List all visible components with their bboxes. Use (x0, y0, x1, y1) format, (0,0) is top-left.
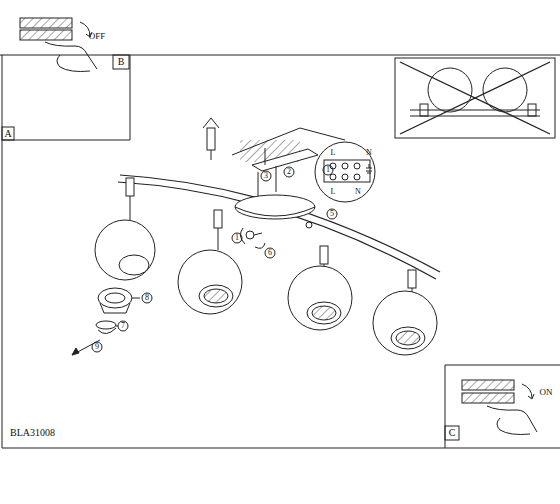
panel-letter: B (118, 57, 125, 67)
terminal-letter: L (331, 188, 336, 196)
panel-letter: A (4, 129, 11, 139)
word-label: ON (540, 388, 553, 397)
callout-number: 1 (326, 166, 330, 174)
model-number: BLA31008 (10, 428, 55, 438)
callout-number: 7 (121, 322, 125, 330)
callout-number: 3 (264, 172, 268, 180)
callout-number: 2 (287, 168, 291, 176)
panel-letter: C (449, 428, 456, 438)
callout-number: 9 (95, 343, 99, 351)
callout-number: 1 (235, 234, 239, 242)
terminal-letter: N (366, 149, 372, 157)
terminal-letter: N (355, 188, 361, 196)
terminal-letter: L (331, 149, 336, 157)
callout-number: 8 (145, 294, 149, 302)
callout-number: 5 (330, 210, 334, 218)
word-label: OFF (89, 32, 106, 41)
callout-number: 6 (268, 249, 272, 257)
